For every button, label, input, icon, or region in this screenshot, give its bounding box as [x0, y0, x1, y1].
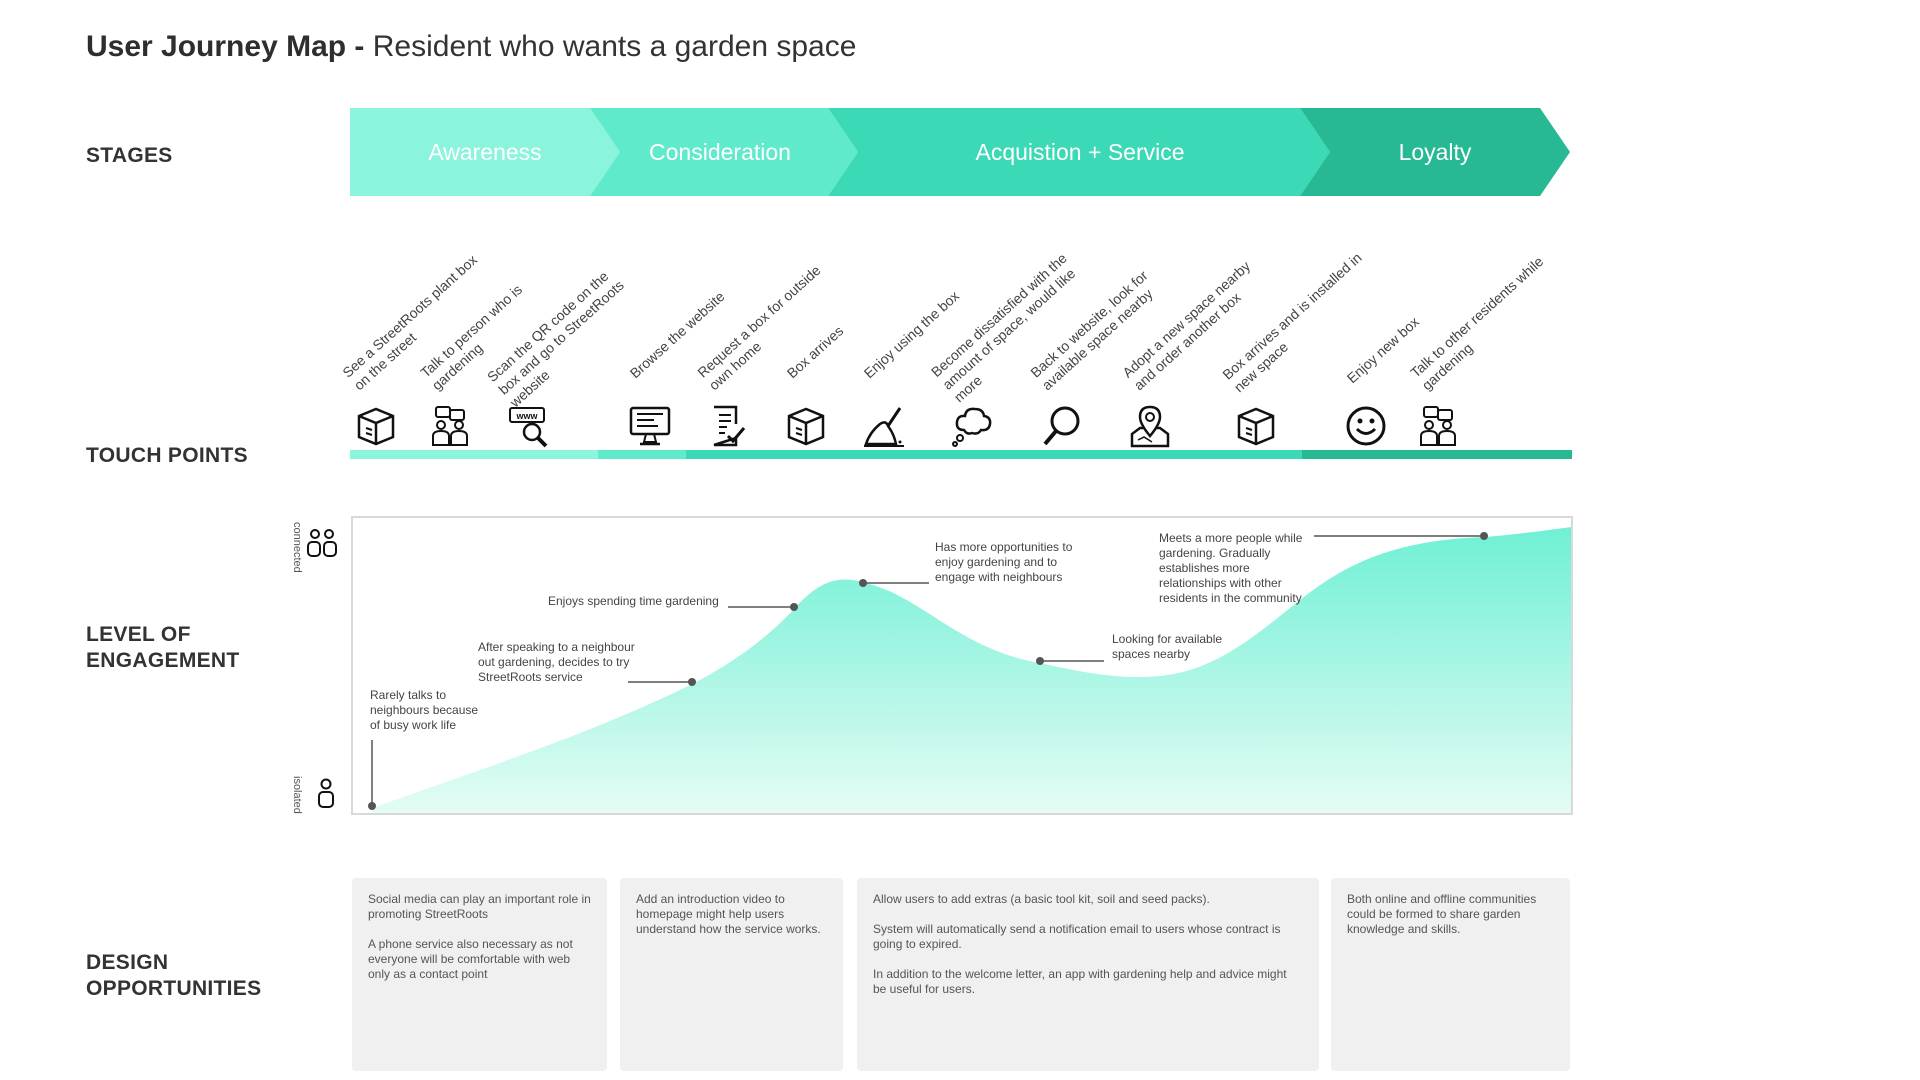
connected-people-icon	[307, 529, 337, 557]
stage-chevron-consideration	[590, 108, 858, 196]
engagement-point-3	[790, 603, 798, 611]
engagement-area	[372, 527, 1571, 813]
stage-chevron-acquisition	[828, 108, 1330, 196]
monitor-icon	[629, 406, 671, 446]
title-rest: Resident who wants a garden space	[364, 30, 857, 63]
opportunity-text: Add an introduction video to homepage mi…	[636, 892, 821, 936]
box-icon	[357, 407, 395, 446]
touch-bar-consideration	[598, 450, 686, 459]
engagement-label-line2: ENGAGEMENT	[86, 649, 240, 672]
row-label-engagement: LEVEL OF ENGAGEMENT	[86, 622, 240, 674]
box-icon	[787, 407, 825, 446]
touch-bar-awareness	[350, 450, 598, 459]
opportunity-text: Social media can play an important role …	[368, 892, 591, 921]
smiley-icon	[1346, 406, 1386, 446]
engagement-point-6	[1480, 532, 1488, 540]
opportunity-text: Allow users to add extras (a basic tool …	[873, 892, 1210, 906]
trowel-icon	[864, 407, 904, 447]
opportunity-text: System will automatically send a notific…	[873, 922, 1281, 951]
row-label-design: DESIGN OPPORTUNITIES	[86, 950, 261, 1002]
stage-label-awareness: Awareness	[428, 138, 542, 165]
stage-label-loyalty: Loyalty	[1398, 138, 1472, 165]
engagement-label-line1: LEVEL OF	[86, 623, 191, 646]
stage-chevron-loyalty	[1300, 108, 1570, 196]
map-pin-icon	[1130, 405, 1170, 448]
engagement-frame	[351, 516, 1573, 815]
touch-bar-acquisition	[686, 450, 1302, 459]
engagement-point-4	[859, 579, 867, 587]
engagement-point-5	[1036, 657, 1044, 665]
opportunity-box-loyalty: Both online and offline communities coul…	[1331, 878, 1570, 1071]
isolated-person-icon	[318, 778, 334, 808]
page-title: User Journey Map - Resident who wants a …	[86, 30, 856, 64]
row-label-touch-points: TOUCH POINTS	[86, 444, 248, 467]
stage-label-consideration: Consideration	[649, 138, 791, 165]
engagement-point-1	[368, 802, 376, 810]
stage-chevrons	[350, 108, 1570, 196]
opportunity-text: Both online and offline communities coul…	[1347, 892, 1537, 936]
www-search-icon: www	[509, 407, 548, 448]
people-chat-icon	[432, 406, 468, 446]
engagement-point-2	[688, 678, 696, 686]
engagement-annotation-3: Enjoys spending time gardening	[548, 594, 719, 608]
people-chat-icon	[1420, 406, 1456, 446]
opportunity-box-acquisition: Allow users to add extras (a basic tool …	[857, 878, 1319, 1071]
design-label-line2: OPPORTUNITIES	[86, 977, 262, 1000]
form-icon	[713, 405, 746, 447]
thought-bubble-icon	[952, 407, 992, 447]
magnifier-icon	[1043, 406, 1080, 446]
opportunity-text: In addition to the welcome letter, an ap…	[873, 967, 1287, 996]
box-icon	[1237, 407, 1275, 446]
opportunity-text: A phone service also necessary as not ev…	[368, 937, 573, 981]
title-bold: User Journey Map -	[86, 30, 365, 63]
opportunity-box-consideration: Add an introduction video to homepage mi…	[620, 878, 843, 1071]
row-label-stages: STAGES	[86, 144, 173, 167]
opportunity-box-awareness: Social media can play an important role …	[352, 878, 607, 1071]
touch-bar-loyalty	[1302, 450, 1572, 459]
stage-chevron-awareness	[350, 108, 620, 196]
design-label-line1: DESIGN	[86, 951, 169, 974]
stage-label-acquisition: Acquistion + Service	[975, 138, 1185, 165]
svg-text:www: www	[515, 411, 538, 421]
